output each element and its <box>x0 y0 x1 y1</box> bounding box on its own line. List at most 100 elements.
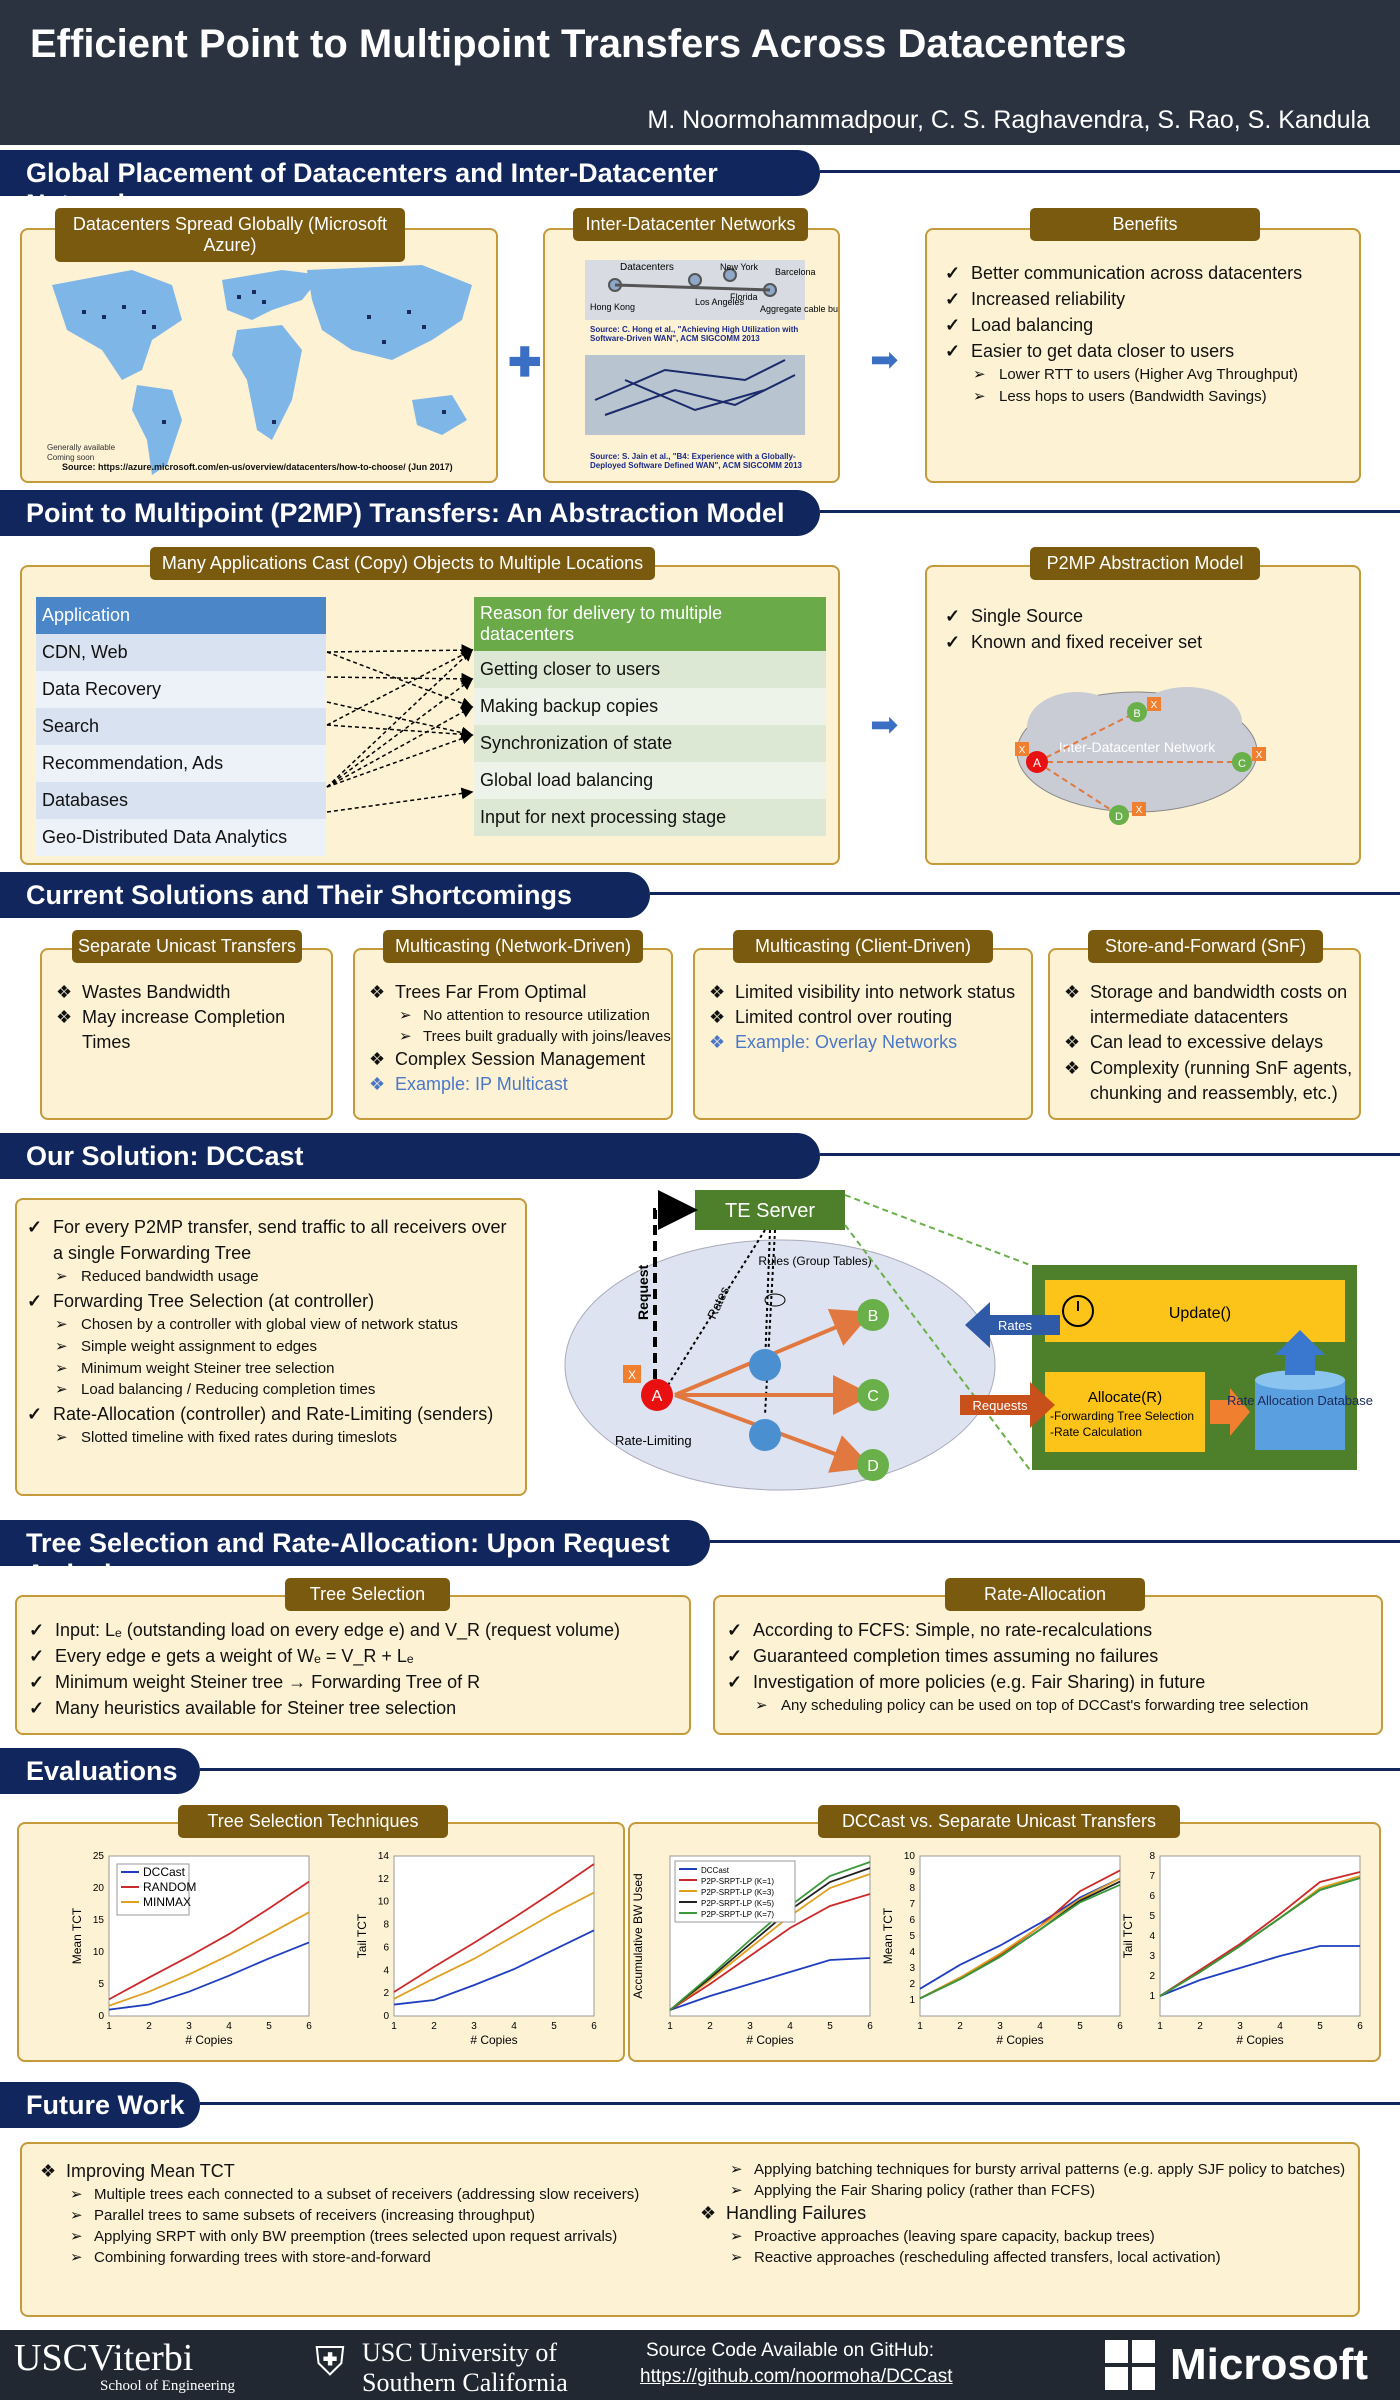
y-tick-label: 5 <box>98 1979 104 1990</box>
y-axis-label: Mean TCT <box>70 1907 84 1964</box>
list-item: Can lead to excessive delays <box>1056 1030 1356 1055</box>
series-line <box>919 1877 1121 2000</box>
y-tick-label: 7 <box>1149 1871 1155 1882</box>
y-tick-label: 10 <box>378 1897 390 1908</box>
benefits-panel: Better communication across datacenters … <box>925 228 1361 483</box>
svg-text:-Rate Calculation: -Rate Calculation <box>1050 1425 1142 1439</box>
x-tick-label: 6 <box>1117 2021 1123 2032</box>
x-tick-label: 6 <box>591 2021 597 2032</box>
microsoft-logo-icon <box>1105 2340 1155 2390</box>
x-axis-label: # Copies <box>470 2033 517 2047</box>
svg-text:Barcelona: Barcelona <box>775 267 816 277</box>
idn-diagram: Datacenters New York Barcelona Hong Kong… <box>585 260 860 435</box>
svg-text:B: B <box>868 1308 879 1325</box>
y-tick-label: 2 <box>909 1979 915 1990</box>
legend-entry: P2P-SRPT-LP (K=1) <box>701 1877 774 1886</box>
series-line <box>1159 1871 1361 1997</box>
x-axis-label: # Copies <box>746 2033 793 2047</box>
svg-text:Aggregate cable bundles: Aggregate cable bundles <box>760 304 838 314</box>
list-item: Limited visibility into network status <box>701 980 1031 1005</box>
plot-area <box>393 1855 595 2017</box>
tree-selection-panel: Input: Lₑ (outstanding load on every edg… <box>15 1595 691 1735</box>
series-line <box>669 1957 871 2011</box>
github-note: Source Code Available on GitHub: <box>646 2340 934 2361</box>
svg-text:Allocate(R): Allocate(R) <box>1088 1389 1162 1406</box>
series-line <box>393 1891 595 2000</box>
x-tick-label: 6 <box>306 2021 312 2032</box>
list-item: Storage and bandwidth costs on intermedi… <box>1056 980 1356 1030</box>
x-tick-label: 4 <box>1037 2021 1043 2032</box>
y-tick-label: 8 <box>1149 1851 1155 1862</box>
github-link[interactable]: https://github.com/noormoha/DCCast <box>640 2366 953 2387</box>
svg-text:-Forwarding Tree Selection: -Forwarding Tree Selection <box>1050 1409 1194 1423</box>
series-line <box>1159 1945 1360 1997</box>
x-tick-label: 3 <box>1237 2021 1243 2032</box>
y-tick-label: 20 <box>93 1883 105 1894</box>
rate-allocation-label: Rate-Allocation <box>945 1578 1145 1611</box>
idn-source-2: Source: S. Jain et al., "B4: Experience … <box>590 452 802 470</box>
list-item: Minimum weight Steiner tree selection <box>21 1358 521 1380</box>
list-item: Handling Failures <box>692 2201 1352 2226</box>
legend-entry: MINMAX <box>143 1895 191 1909</box>
svg-text:C: C <box>1238 758 1246 770</box>
svg-text:Rate Allocation Database: Rate Allocation Database <box>1227 1393 1373 1408</box>
y-tick-label: 4 <box>909 1947 915 1958</box>
svg-text:C: C <box>867 1388 879 1405</box>
list-item: Improving Mean TCT <box>32 2159 692 2184</box>
x-tick-label: 1 <box>667 2021 673 2032</box>
list-item: Chosen by a controller with global view … <box>21 1314 521 1336</box>
y-tick-label: 10 <box>904 1851 916 1862</box>
tree-selection-label: Tree Selection <box>285 1578 450 1611</box>
x-tick-label: 4 <box>511 2021 517 2032</box>
rate-allocation-panel: According to FCFS: Simple, no rate-recal… <box>713 1595 1383 1735</box>
x-tick-label: 4 <box>226 2021 232 2032</box>
list-item: Combining forwarding trees with store-an… <box>32 2247 692 2268</box>
list-item: Slotted timeline with fixed rates during… <box>21 1427 521 1449</box>
x-tick-label: 2 <box>431 2021 437 2032</box>
svg-text:Inter-Datacenter Network: Inter-Datacenter Network <box>1059 739 1216 755</box>
list-item: Rate-Allocation (controller) and Rate-Li… <box>21 1401 521 1427</box>
y-tick-label: 14 <box>378 1851 390 1862</box>
series-line <box>669 1867 871 2011</box>
x-tick-label: 3 <box>747 2021 753 2032</box>
section-header-3: Current Solutions and Their Shortcomings <box>0 872 1400 922</box>
series-line <box>108 1880 310 2001</box>
y-tick-label: 2 <box>383 1988 389 1999</box>
client-multicast-panel: Limited visibility into network statusLi… <box>693 948 1033 1120</box>
apps-table: Application CDN, Web Data Recovery Searc… <box>36 597 326 856</box>
x-tick-label: 2 <box>146 2021 152 2032</box>
y-tick-label: 6 <box>909 1915 915 1926</box>
y-axis-label: Tail TCT <box>355 1913 369 1958</box>
list-item: Applying SRPT with only BW preemption (t… <box>32 2226 692 2247</box>
svg-text:Rates: Rates <box>998 1318 1032 1333</box>
y-axis-label: Tail TCT <box>1121 1913 1135 1958</box>
legend-entry: P2P-SRPT-LP (K=5) <box>701 1899 774 1908</box>
svg-text:Update(): Update() <box>1169 1305 1231 1322</box>
y-tick-label: 5 <box>909 1931 915 1942</box>
list-item: Applying the Fair Sharing policy (rather… <box>692 2180 1352 2201</box>
apps-label: Many Applications Cast (Copy) Objects to… <box>150 547 655 580</box>
dccast-panel: For every P2MP transfer, send traffic to… <box>15 1198 527 1496</box>
x-tick-label: 6 <box>1357 2021 1363 2032</box>
svg-text:Datacenters: Datacenters <box>620 262 674 273</box>
future-work-panel: Improving Mean TCTMultiple trees each co… <box>20 2142 1360 2317</box>
series-line <box>108 1911 310 2007</box>
idn-source-1: Source: C. Hong et al., "Achieving High … <box>590 325 799 343</box>
te-server: TE Server <box>725 1200 815 1222</box>
svg-text:Florida: Florida <box>730 292 758 302</box>
series-line <box>669 1893 871 2011</box>
svg-text:Coming soon: Coming soon <box>47 453 94 462</box>
x-tick-label: 3 <box>997 2021 1003 2032</box>
y-tick-label: 0 <box>383 2011 389 2022</box>
section-header-4: Our Solution: DCCast <box>0 1133 1400 1183</box>
snf-panel: Storage and bandwidth costs on intermedi… <box>1048 948 1361 1120</box>
x-tick-label: 5 <box>1077 2021 1083 2032</box>
y-tick-label: 12 <box>378 1874 390 1885</box>
list-item: Forwarding Tree Selection (at controller… <box>21 1288 521 1314</box>
series-line <box>669 1861 871 2011</box>
